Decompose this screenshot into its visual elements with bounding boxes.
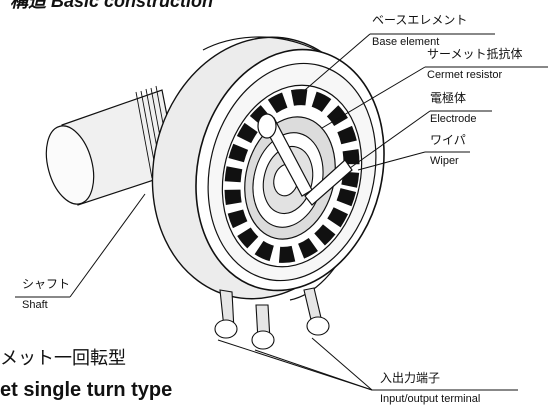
label-terminal-en: Input/output terminal (380, 393, 481, 405)
label-wiper-jp: ワイパ (430, 133, 466, 147)
label-base-element-jp: ベースエレメント (372, 13, 468, 27)
label-shaft-jp: シャフト (22, 277, 71, 291)
label-shaft-en: Shaft (22, 299, 48, 311)
label-electrode-en: Electrode (430, 113, 477, 125)
label-electrode-jp: 電極体 (430, 91, 467, 105)
label-terminal-jp: 入出力端子 (380, 371, 441, 385)
page-title: 構造 Basic construction (10, 0, 214, 11)
leader-lines (15, 33, 548, 391)
label-base-element-en: Base element (372, 36, 440, 48)
wiper (257, 113, 353, 206)
shaft (45, 85, 179, 206)
caption-en: et single turn type (0, 379, 173, 401)
terminals (214, 287, 330, 350)
electrode (244, 116, 336, 240)
label-wiper-en: Wiper (430, 155, 459, 167)
caption-jp: メット一回転型 (0, 348, 126, 369)
label-cermet-resistor-jp: サーメット抵抗体 (427, 47, 523, 61)
label-cermet-resistor-en: Cermet resistor (427, 69, 503, 81)
